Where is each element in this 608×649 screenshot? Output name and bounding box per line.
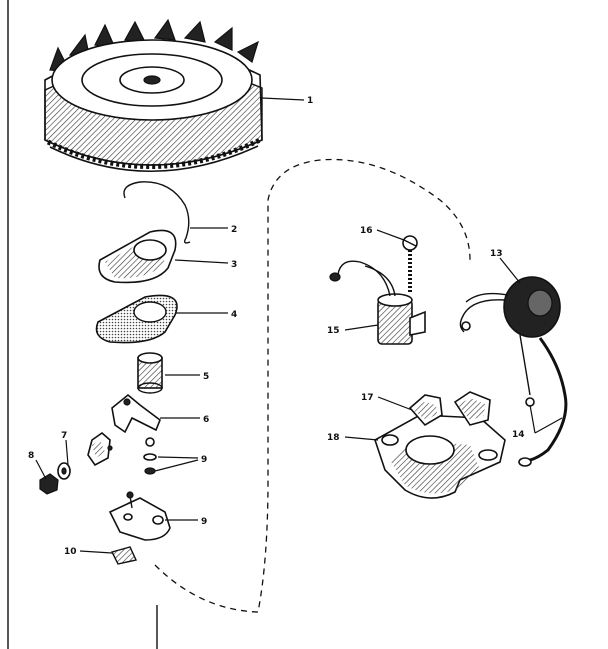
callout-13: 13: [490, 249, 503, 259]
breaker-cover: [98, 229, 177, 284]
callout-4: 4: [231, 310, 237, 320]
dashed-enclosure: [154, 158, 471, 613]
callout-5: 5: [203, 372, 209, 382]
flywheel: [44, 18, 263, 172]
callout-3: 3: [231, 260, 237, 270]
felt-wick: [110, 546, 137, 565]
callout-10: 10: [64, 547, 77, 557]
breaker-arm: [111, 393, 161, 434]
callout-9b: 9: [201, 517, 207, 527]
callout-9: 9: [201, 455, 207, 465]
spring-clip: [123, 181, 191, 244]
breaker-plate: [108, 491, 171, 541]
callout-15: 15: [327, 326, 340, 336]
condenser: [329, 260, 426, 345]
callout-18: 18: [327, 433, 340, 443]
washer: [57, 462, 71, 480]
nut: [39, 473, 59, 495]
callout-2: 2: [231, 225, 237, 235]
callout-6: 6: [203, 415, 209, 425]
condenser-screw: [402, 235, 418, 292]
callout-16: 16: [360, 226, 373, 236]
ignition-coil: [459, 276, 561, 338]
callout-numbers: 1 2 3 4 5 6 7 8 9 9 10 13 14 15 16 17 18: [28, 96, 525, 557]
coil-leads: [518, 334, 568, 467]
callout-17: 17: [361, 393, 374, 403]
callout-14: 14: [512, 430, 525, 440]
leader-lines: [35, 97, 563, 554]
callout-8: 8: [28, 451, 34, 461]
cam-bushing: [137, 352, 163, 394]
armature-bracket: [374, 391, 506, 499]
breaker-point-bracket: [87, 431, 113, 467]
cover-gasket: [95, 294, 178, 344]
callout-7: 7: [61, 431, 67, 441]
callout-1: 1: [307, 96, 313, 106]
screw-washers: [143, 437, 157, 475]
